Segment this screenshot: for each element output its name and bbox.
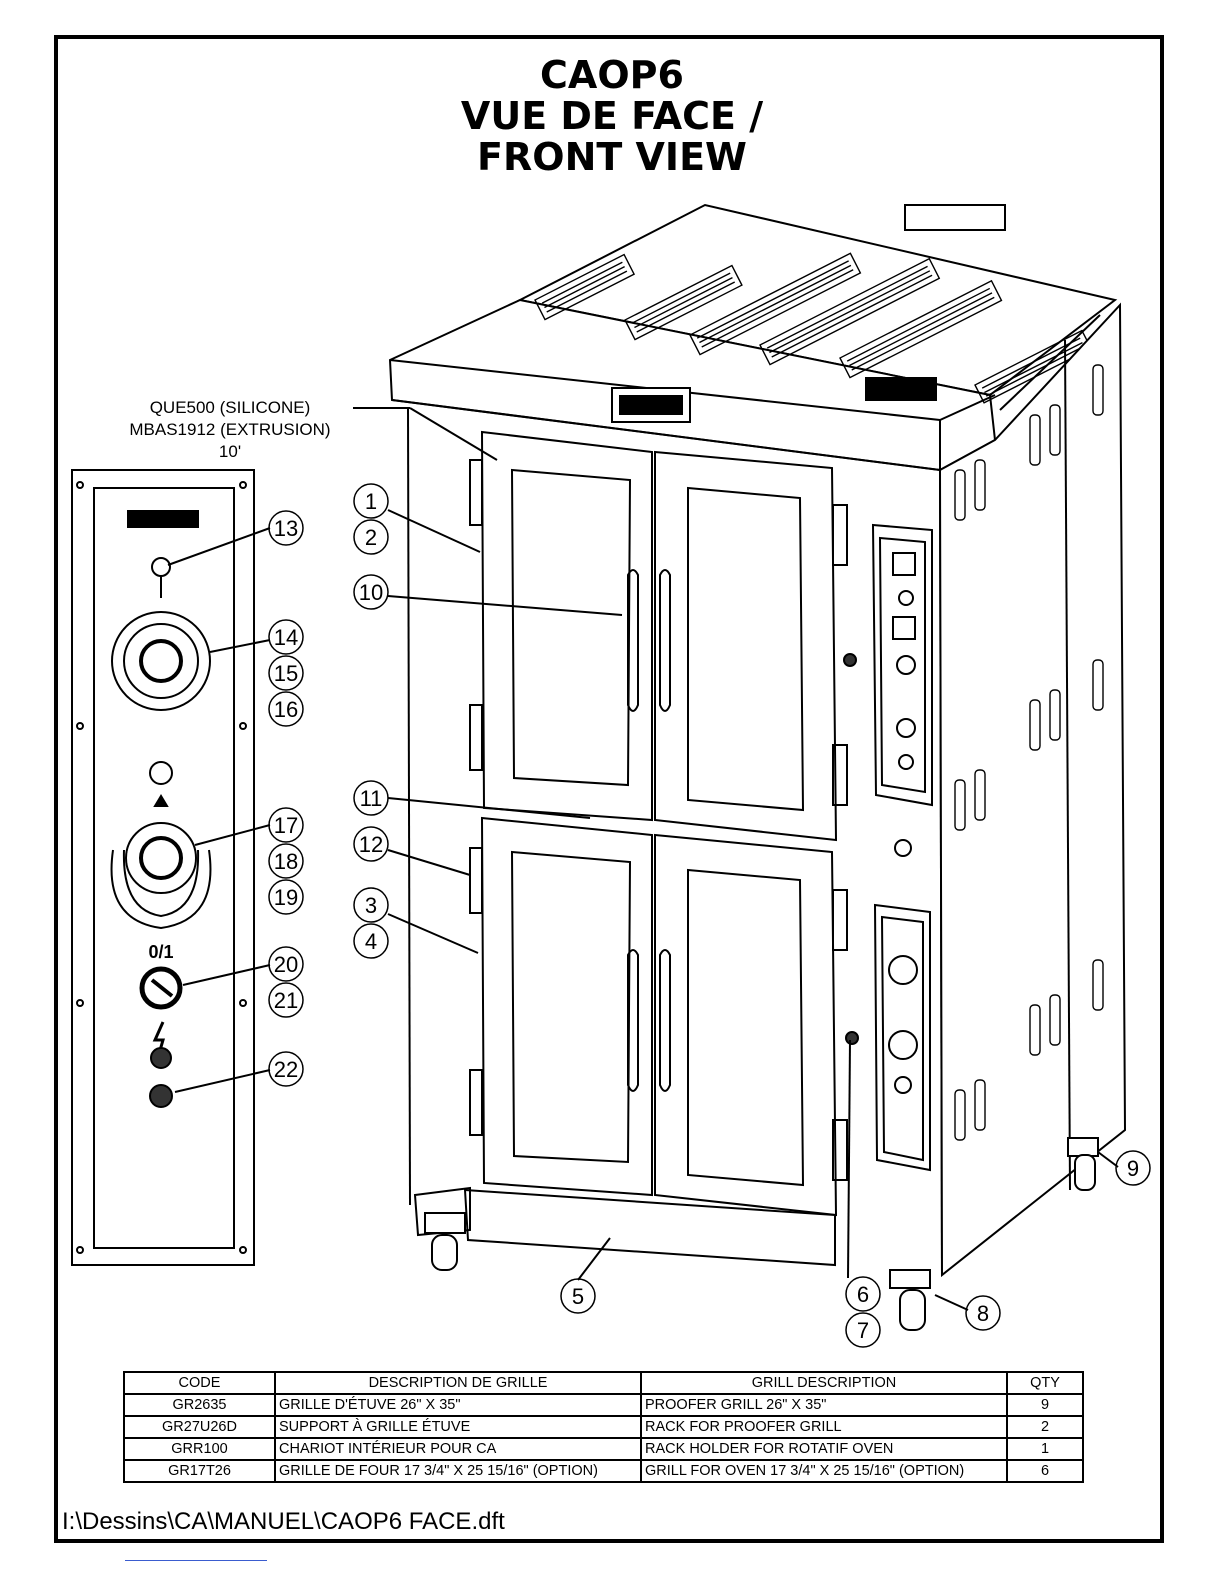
table-row: GR17T26 GRILLE DE FOUR 17 3/4" X 25 15/1… xyxy=(123,1459,1084,1483)
callout-bubble-16 xyxy=(268,691,304,727)
callout-number-9: 9 xyxy=(1127,1156,1139,1181)
callout-bubble-3 xyxy=(353,887,389,923)
cell-description-fr: SUPPORT À GRILLE ÉTUVE xyxy=(274,1415,642,1439)
callout-bubble-1 xyxy=(353,483,389,519)
title-english: FRONT VIEW xyxy=(477,135,747,179)
callout-bubble-14 xyxy=(268,619,304,655)
cell-qty: 2 xyxy=(1006,1415,1084,1439)
callout-bubble-18 xyxy=(268,843,304,879)
callout-number-11: 11 xyxy=(360,786,383,811)
callout-number-17: 17 xyxy=(274,813,298,838)
cell-description-en: RACK HOLDER FOR ROTATIF OVEN xyxy=(640,1437,1008,1461)
file-path: I:\Dessins\CA\MANUEL\CAOP6 FACE.dft xyxy=(62,1508,505,1535)
cell-description-en: RACK FOR PROOFER GRILL xyxy=(640,1415,1008,1439)
cell-qty: 6 xyxy=(1006,1459,1084,1483)
gasket-note-line3: 10' xyxy=(218,442,242,461)
gasket-note-line1: QUE500 (SILICONE) xyxy=(149,398,311,417)
cell-code: GR2635 xyxy=(123,1393,276,1417)
callout-bubble-6 xyxy=(845,1276,881,1312)
callout-number-8: 8 xyxy=(977,1301,989,1326)
callout-number-19: 19 xyxy=(274,885,298,910)
callout-number-2: 2 xyxy=(365,525,377,550)
header-qty: QTY xyxy=(1006,1371,1084,1395)
table-row: GR2635 GRILLE D'ÉTUVE 26" X 35" PROOFER … xyxy=(123,1393,1084,1417)
callout-number-21: 21 xyxy=(274,988,298,1013)
table-header-row: CODE DESCRIPTION DE GRILLE GRILL DESCRIP… xyxy=(123,1371,1084,1395)
callout-bubble-12 xyxy=(353,826,389,862)
callout-number-12: 12 xyxy=(359,832,383,857)
callout-bubble-15 xyxy=(268,655,304,691)
title-french: VUE DE FACE / xyxy=(460,94,764,138)
callout-bubble-20 xyxy=(268,946,304,982)
header-description-en: GRILL DESCRIPTION xyxy=(640,1371,1008,1395)
grill-parts-table: CODE DESCRIPTION DE GRILLE GRILL DESCRIP… xyxy=(123,1371,1084,1483)
cell-qty: 9 xyxy=(1006,1393,1084,1417)
callout-number-20: 20 xyxy=(274,952,298,977)
title-model: CAOP6 xyxy=(540,53,684,97)
callout-bubble-8 xyxy=(965,1295,1001,1331)
cell-code: GRR100 xyxy=(123,1437,276,1461)
cell-description-fr: GRILLE D'ÉTUVE 26" X 35" xyxy=(274,1393,642,1417)
callout-bubble-21 xyxy=(268,982,304,1018)
callout-bubble-19 xyxy=(268,879,304,915)
callout-bubble-4 xyxy=(353,923,389,959)
callout-number-10: 10 xyxy=(359,580,383,605)
callout-number-3: 3 xyxy=(365,893,377,918)
drawing-border xyxy=(54,35,1164,1543)
cell-qty: 1 xyxy=(1006,1437,1084,1461)
header-description-fr: DESCRIPTION DE GRILLE xyxy=(274,1371,642,1395)
callout-number-7: 7 xyxy=(857,1318,869,1343)
callout-bubble-2 xyxy=(353,519,389,555)
gasket-note-line2: MBAS1912 (EXTRUSION) xyxy=(129,420,331,439)
link-underline xyxy=(125,1560,267,1561)
cell-description-en: PROOFER GRILL 26" X 35" xyxy=(640,1393,1008,1417)
cell-description-en: GRILL FOR OVEN 17 3/4" X 25 15/16" (OPTI… xyxy=(640,1459,1008,1483)
callout-number-16: 16 xyxy=(274,697,298,722)
callout-bubble-7 xyxy=(845,1312,881,1348)
callout-number-13: 13 xyxy=(274,516,298,541)
callout-bubble-9 xyxy=(1115,1150,1151,1186)
cell-description-fr: CHARIOT INTÉRIEUR POUR CA xyxy=(274,1437,642,1461)
callout-number-14: 14 xyxy=(274,625,298,650)
callout-number-15: 15 xyxy=(274,661,298,686)
callout-bubble-22 xyxy=(268,1051,304,1087)
callout-bubble-10 xyxy=(353,574,389,610)
callout-number-6: 6 xyxy=(857,1282,869,1307)
table-row: GRR100 CHARIOT INTÉRIEUR POUR CA RACK HO… xyxy=(123,1437,1084,1461)
cell-description-fr: GRILLE DE FOUR 17 3/4" X 25 15/16" (OPTI… xyxy=(274,1459,642,1483)
callout-number-18: 18 xyxy=(274,849,298,874)
callout-number-1: 1 xyxy=(365,489,377,514)
table-row: GR27U26D SUPPORT À GRILLE ÉTUVE RACK FOR… xyxy=(123,1415,1084,1439)
cell-code: GR27U26D xyxy=(123,1415,276,1439)
panel-switch-label: 0/1 xyxy=(148,942,173,962)
header-code: CODE xyxy=(123,1371,276,1395)
callout-number-4: 4 xyxy=(365,929,377,954)
callout-number-5: 5 xyxy=(572,1284,584,1309)
cell-code: GR17T26 xyxy=(123,1459,276,1483)
callout-number-22: 22 xyxy=(274,1057,298,1082)
